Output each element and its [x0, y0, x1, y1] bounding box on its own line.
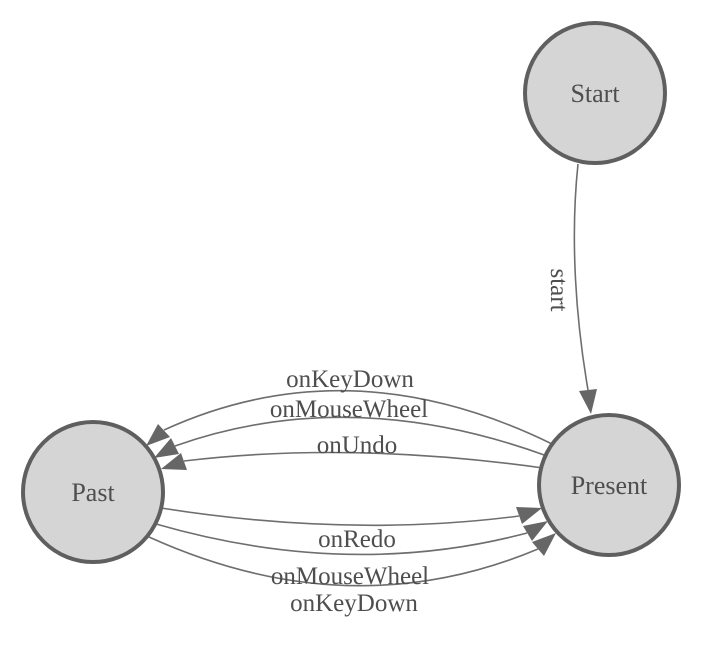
arrowhead-icon-start-to-present: [579, 389, 597, 414]
edge-present-to-past-onmousewheel: [174, 416, 548, 457]
edge-start-to-present: [573, 163, 589, 391]
edge-label-onundo: onUndo: [317, 432, 398, 459]
node-start-label: Start: [570, 79, 620, 108]
edge-past-to-present-onredo: [160, 507, 520, 527]
node-past-circle: [21, 420, 165, 564]
edge-label-onmousewheel-top: onMouseWheel: [270, 396, 428, 423]
node-past-label: Past: [71, 478, 115, 507]
edge-label-onredo: onRedo: [318, 526, 396, 553]
edge-label-start: start: [545, 268, 572, 311]
edge-label-onmousewheel-bottom: onMouseWheel: [271, 563, 429, 590]
edge-label-onkeydown-bottom: onKeyDown: [290, 590, 418, 617]
node-present-circle: [537, 413, 681, 557]
node-present-label: Present: [571, 471, 648, 500]
edge-present-to-past-onundo: [183, 451, 544, 469]
arrowhead-icon-onkeydown-to-past: [146, 424, 170, 446]
node-start-circle: [523, 21, 667, 165]
arrowhead-icon-onkeydown-to-present: [532, 533, 556, 556]
edge-label-onkeydown-top: onKeyDown: [286, 366, 414, 393]
edge-present-to-past-onkeydown: [163, 389, 553, 445]
arrowhead-icon-onundo-to-past: [161, 453, 187, 470]
arrowhead-icon-onredo-to-present: [516, 507, 542, 524]
edge-past-to-present-onmousewheel: [155, 523, 528, 556]
edge-past-to-present-onkeydown: [148, 536, 539, 587]
arrowhead-icon-onmousewheel-to-present: [523, 521, 548, 541]
arrowhead-icon-onmousewheel-to-past: [154, 438, 179, 458]
